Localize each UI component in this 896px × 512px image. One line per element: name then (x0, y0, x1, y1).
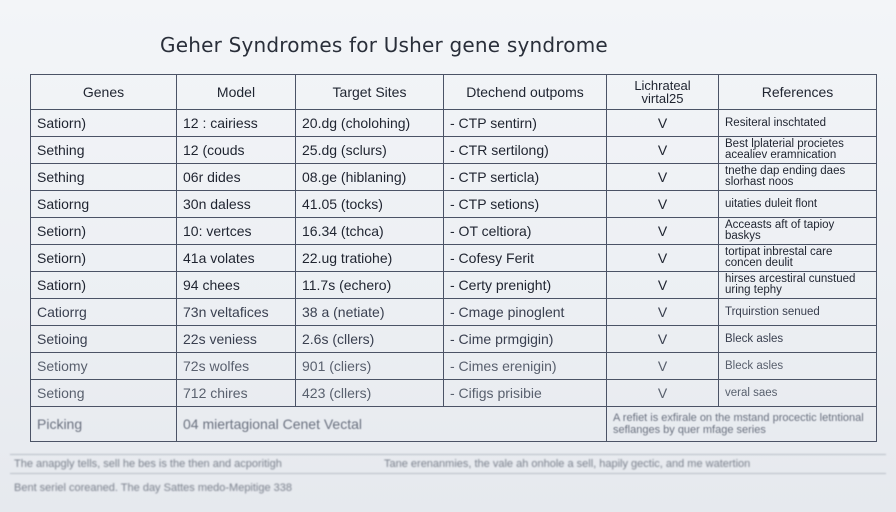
cell-target: 901 (cliers) (295, 352, 444, 380)
cell-reference: uitaties duleit flont (718, 190, 877, 218)
cell-reference: Bleck asles (718, 325, 877, 353)
cell-reference: Resiteral inschtated (718, 109, 877, 137)
header-genes: Genes (30, 74, 177, 110)
header-target-sites: Target Sites (295, 74, 444, 110)
cell-outcome: - CTR sertilong) (443, 136, 607, 164)
cell-viral: V (606, 244, 719, 272)
cell-reference: tortipat inbrestal care concen deulit (718, 244, 877, 272)
cell-outcome: - Cimes erenigin) (443, 352, 607, 380)
cell-target: 20.dg (cholohing) (295, 109, 444, 137)
cell-reference: Trquirstion senued (718, 298, 877, 326)
cell-model: 06r dides (176, 163, 296, 191)
page-title: Geher Syndromes for Usher gene syndrome (160, 33, 608, 57)
header-references: References (718, 74, 877, 110)
cell-reference: tnethe dap ending daes slorhast noos (718, 163, 877, 191)
cell-viral: V (606, 109, 719, 137)
cell-gene: Catiorrg (30, 298, 177, 326)
cell-gene: Satiorng (30, 190, 177, 218)
cell-model: 22s veniess (176, 325, 296, 353)
cell-gene: Sething (30, 163, 177, 191)
cell-target: 423 (cllers) (295, 379, 444, 407)
cell-target: 25.dg (sclurs) (295, 136, 444, 164)
header-viral: Lichrateal virtal25 (606, 74, 719, 110)
cell-model: 72s wolfes (176, 352, 296, 380)
cell-outcome: - Cime prmgigin) (443, 325, 607, 353)
cell-outcome: - CTP serticla) (443, 163, 607, 191)
cell-reference: hirses arcestiral cunstued uring tephy (718, 271, 877, 299)
header-model: Model (176, 74, 296, 110)
cell-target: 11.7s (echero) (295, 271, 444, 299)
cell-outcome: - CTP sentirn) (443, 109, 607, 137)
cell-gene: Setiorn) (30, 244, 177, 272)
cell-gene: Picking (30, 406, 177, 442)
cell-reference: veral saes (718, 379, 877, 407)
cell-model: 94 chees (176, 271, 296, 299)
cell-gene: Satiorn) (30, 109, 177, 137)
cell-target: 08.ge (hiblaning) (295, 163, 444, 191)
cell-note: A refiet is exfirale on the mstand proce… (606, 406, 877, 442)
footer-notes: The anapgly tells, sell he bes is the th… (10, 454, 886, 502)
cell-gene: Setioing (30, 325, 177, 353)
cell-gene: Setiong (30, 379, 177, 407)
cell-model: 712 chires (176, 379, 296, 407)
cell-viral: V (606, 379, 719, 407)
cell-model: 30n daless (176, 190, 296, 218)
cell-outcome: - Cifigs prisibie (443, 379, 607, 407)
cell-gene: Setiomy (30, 352, 177, 380)
cell-outcome: - Cofesy Ferit (443, 244, 607, 272)
cell-viral: V (606, 271, 719, 299)
cell-reference: Acceasts aft of tapioy baskys (718, 217, 877, 245)
cell-viral: V (606, 352, 719, 380)
cell-outcome: - Certy prenight) (443, 271, 607, 299)
cell-target: 16.34 (tchca) (295, 217, 444, 245)
cell-gene: Satiorn) (30, 271, 177, 299)
gene-table: Genes Model Target Sites Dtechend outpom… (30, 74, 877, 442)
cell-target: 2.6s (cllers) (295, 325, 444, 353)
footer-right: Tane erenanmies, the vale ah onhole a se… (384, 458, 751, 470)
cell-outcome: - Cmage pinoglent (443, 298, 607, 326)
footer-left: The anapgly tells, sell he bes is the th… (14, 458, 282, 470)
table-header-row: Genes Model Target Sites Dtechend outpom… (30, 74, 877, 110)
cell-gene: Sething (30, 136, 177, 164)
cell-span: 04 miertagional Cenet Vectal (176, 406, 607, 442)
gene-table-sheet: Genes Model Target Sites Dtechend outpom… (10, 74, 886, 494)
cell-viral: V (606, 190, 719, 218)
cell-reference: Bleck asles (718, 352, 877, 380)
cell-target: 38 a (netiate) (295, 298, 444, 326)
footer-line2: Bent seriel coreaned. The day Sattes med… (14, 482, 293, 494)
cell-model: 73n veltafices (176, 298, 296, 326)
cell-viral: V (606, 298, 719, 326)
cell-target: 22.ug tratiohe) (295, 244, 444, 272)
cell-outcome: - OT celtiora) (443, 217, 607, 245)
cell-model: 12 (couds (176, 136, 296, 164)
cell-viral: V (606, 136, 719, 164)
cell-target: 41.05 (tocks) (295, 190, 444, 218)
cell-model: 41a volates (176, 244, 296, 272)
cell-viral: V (606, 325, 719, 353)
cell-gene: Setiorn) (30, 217, 177, 245)
cell-model: 12 : cairiess (176, 109, 296, 137)
header-outcomes: Dtechend outpoms (443, 74, 607, 110)
cell-viral: V (606, 163, 719, 191)
cell-outcome: - CTP setions) (443, 190, 607, 218)
cell-viral: V (606, 217, 719, 245)
cell-reference: Best lplaterial procietes acealiev eramn… (718, 136, 877, 164)
cell-model: 10: vertces (176, 217, 296, 245)
